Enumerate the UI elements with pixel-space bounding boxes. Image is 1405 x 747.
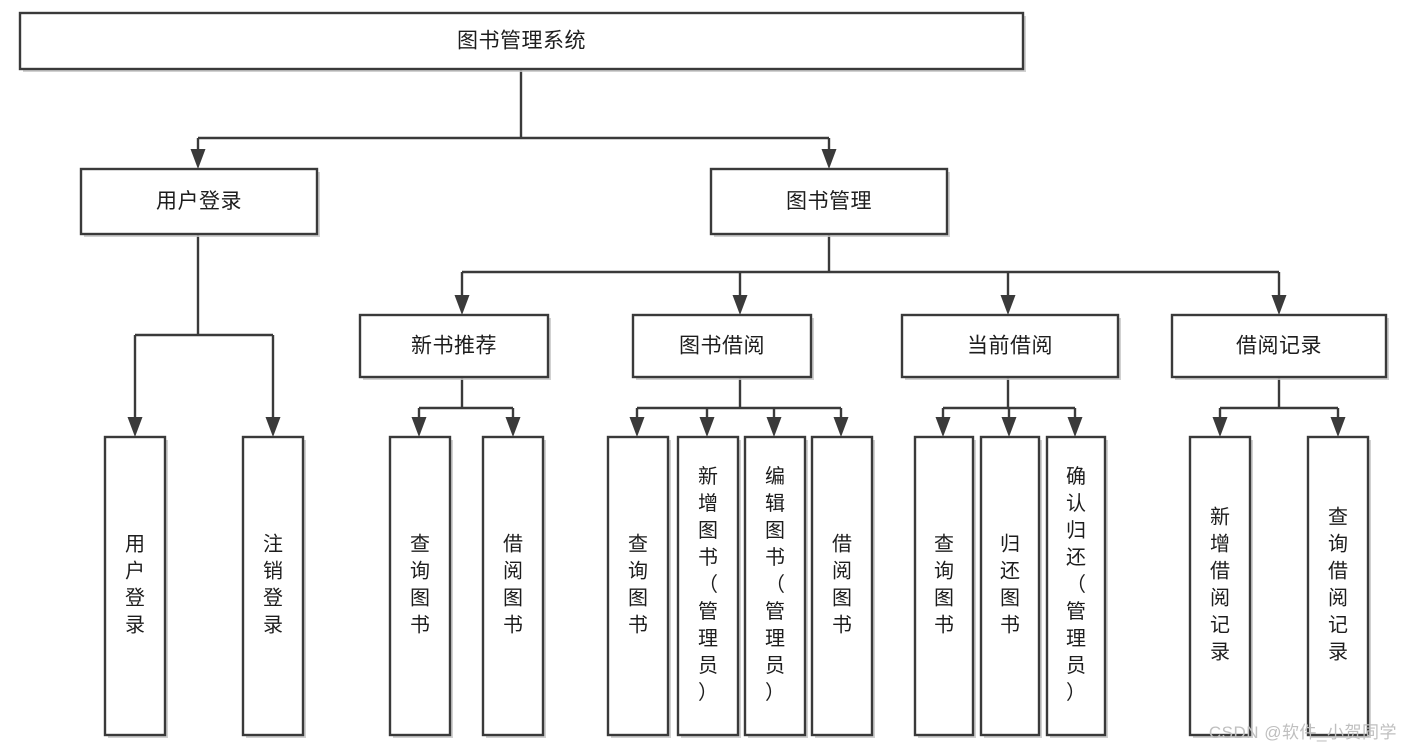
node-leaf-user-logout-box[interactable] [241, 435, 305, 737]
csdn-watermark: CSDN @软件_小贺同学 [1208, 723, 1397, 742]
node-leaf-borrow-book-1-label: 借阅图书 [503, 533, 523, 637]
node-leaf-query-book-2-box[interactable] [606, 435, 670, 737]
node-leaf-query-book-1[interactable]: 查询图书 [388, 435, 453, 738]
user-login-to-leaves-arrow-0-arrowhead [127, 417, 143, 437]
user-login-to-leaves-arrow-1-arrowhead [265, 417, 281, 437]
book-manage-to-level3-arrow-0-arrowhead [454, 295, 470, 315]
borrow-record-to-leaves-arrow-0-arrowhead [1212, 417, 1228, 437]
node-leaf-add-book-box[interactable] [676, 435, 740, 737]
book-borrow-to-leaves-arrow-0-arrowhead [629, 417, 645, 437]
node-leaf-borrow-book-1[interactable]: 借阅图书 [481, 435, 546, 738]
node-leaf-query-book-2[interactable]: 查询图书 [606, 435, 671, 738]
node-leaf-add-record[interactable]: 新增借阅记录 [1188, 435, 1253, 738]
node-leaf-return-book[interactable]: 归还图书 [979, 435, 1042, 738]
book-manage-to-level3-arrow-3-arrowhead [1271, 295, 1287, 315]
node-leaf-borrow-book-2-label: 借阅图书 [832, 533, 852, 637]
node-book-manage-label: 图书管理 [786, 190, 872, 213]
node-current-borrow[interactable]: 当前借阅 [900, 313, 1121, 380]
node-book-borrow-label: 图书借阅 [679, 335, 765, 358]
node-root-system-label: 图书管理系统 [457, 30, 586, 53]
node-leaf-query-record[interactable]: 查询借阅记录 [1306, 435, 1371, 738]
root-to-level2-arrow-1-arrowhead [821, 149, 837, 169]
node-new-book-recommend[interactable]: 新书推荐 [358, 313, 551, 380]
node-layer: 图书管理系统用户登录图书管理新书推荐图书借阅当前借阅借阅记录用户登录注销登录查询… [18, 11, 1389, 738]
node-root-system-box[interactable] [18, 11, 1025, 71]
node-user-login-label: 用户登录 [156, 190, 242, 213]
node-book-manage-box[interactable] [709, 167, 949, 236]
node-leaf-user-logout[interactable]: 注销登录 [241, 435, 306, 738]
node-new-book-recommend-label: 新书推荐 [411, 335, 497, 358]
node-leaf-query-book-1-label: 查询图书 [410, 533, 430, 637]
node-leaf-query-book-3[interactable]: 查询图书 [913, 435, 976, 738]
node-leaf-edit-book[interactable]: 编辑图书（管理员） [743, 435, 808, 738]
node-leaf-borrow-book-1-box[interactable] [481, 435, 545, 737]
current-borrow-to-leaves-arrow-2-arrowhead [1067, 417, 1083, 437]
node-leaf-add-record-box[interactable] [1188, 435, 1252, 737]
node-leaf-query-book-2-label: 查询图书 [628, 533, 648, 637]
node-leaf-confirm-return-box[interactable] [1045, 435, 1107, 737]
node-leaf-query-book-3-label: 查询图书 [934, 533, 954, 637]
node-current-borrow-box[interactable] [900, 313, 1120, 379]
book-manage-to-level3-arrow-2-arrowhead [1000, 295, 1016, 315]
node-book-manage[interactable]: 图书管理 [709, 167, 950, 237]
node-borrow-record-box[interactable] [1170, 313, 1388, 379]
node-new-book-recommend-box[interactable] [358, 313, 550, 379]
node-root-system[interactable]: 图书管理系统 [18, 11, 1026, 72]
node-leaf-query-book-1-box[interactable] [388, 435, 452, 737]
book-borrow-to-leaves-arrow-2-arrowhead [766, 417, 782, 437]
new-book-recommend-to-leaves-arrow-1-arrowhead [505, 417, 521, 437]
node-leaf-add-book[interactable]: 新增图书（管理员） [676, 435, 741, 738]
borrow-record-to-leaves-arrow-1-arrowhead [1330, 417, 1346, 437]
book-borrow-to-leaves-arrow-3-arrowhead [833, 417, 849, 437]
node-leaf-borrow-book-2[interactable]: 借阅图书 [810, 435, 875, 738]
node-user-login-box[interactable] [79, 167, 319, 236]
node-leaf-borrow-book-2-box[interactable] [810, 435, 874, 737]
node-user-login[interactable]: 用户登录 [79, 167, 320, 237]
node-leaf-query-book-3-box[interactable] [913, 435, 975, 737]
current-borrow-to-leaves-arrow-0-arrowhead [935, 417, 951, 437]
connector-layer [127, 69, 1346, 437]
node-leaf-edit-book-box[interactable] [743, 435, 807, 737]
node-book-borrow-box[interactable] [631, 313, 813, 379]
book-borrow-to-leaves-arrow-1-arrowhead [699, 417, 715, 437]
root-to-level2-arrow-0-arrowhead [190, 149, 206, 169]
node-leaf-user-login-box[interactable] [103, 435, 167, 737]
node-leaf-user-login[interactable]: 用户登录 [103, 435, 168, 738]
current-borrow-to-leaves-arrow-1-arrowhead [1001, 417, 1017, 437]
node-leaf-query-record-box[interactable] [1306, 435, 1370, 737]
node-book-borrow[interactable]: 图书借阅 [631, 313, 814, 380]
node-borrow-record[interactable]: 借阅记录 [1170, 313, 1389, 380]
node-leaf-confirm-return-label: 确认归还（管理员） [1066, 465, 1086, 704]
node-leaf-user-logout-label: 注销登录 [263, 533, 283, 637]
book-manage-to-level3-arrow-1-arrowhead [732, 295, 748, 315]
node-current-borrow-label: 当前借阅 [967, 335, 1053, 358]
node-leaf-return-book-label: 归还图书 [1000, 533, 1020, 637]
node-leaf-edit-book-label: 编辑图书（管理员） [765, 465, 785, 704]
node-leaf-user-login-label: 用户登录 [125, 534, 145, 637]
node-leaf-query-record-label: 查询借阅记录 [1328, 506, 1348, 664]
node-leaf-add-book-label: 新增图书（管理员） [698, 465, 718, 704]
new-book-recommend-to-leaves-arrow-0-arrowhead [411, 417, 427, 437]
node-borrow-record-label: 借阅记录 [1236, 335, 1322, 358]
node-leaf-return-book-box[interactable] [979, 435, 1041, 737]
node-leaf-confirm-return[interactable]: 确认归还（管理员） [1045, 435, 1108, 738]
node-leaf-add-record-label: 新增借阅记录 [1210, 506, 1230, 664]
